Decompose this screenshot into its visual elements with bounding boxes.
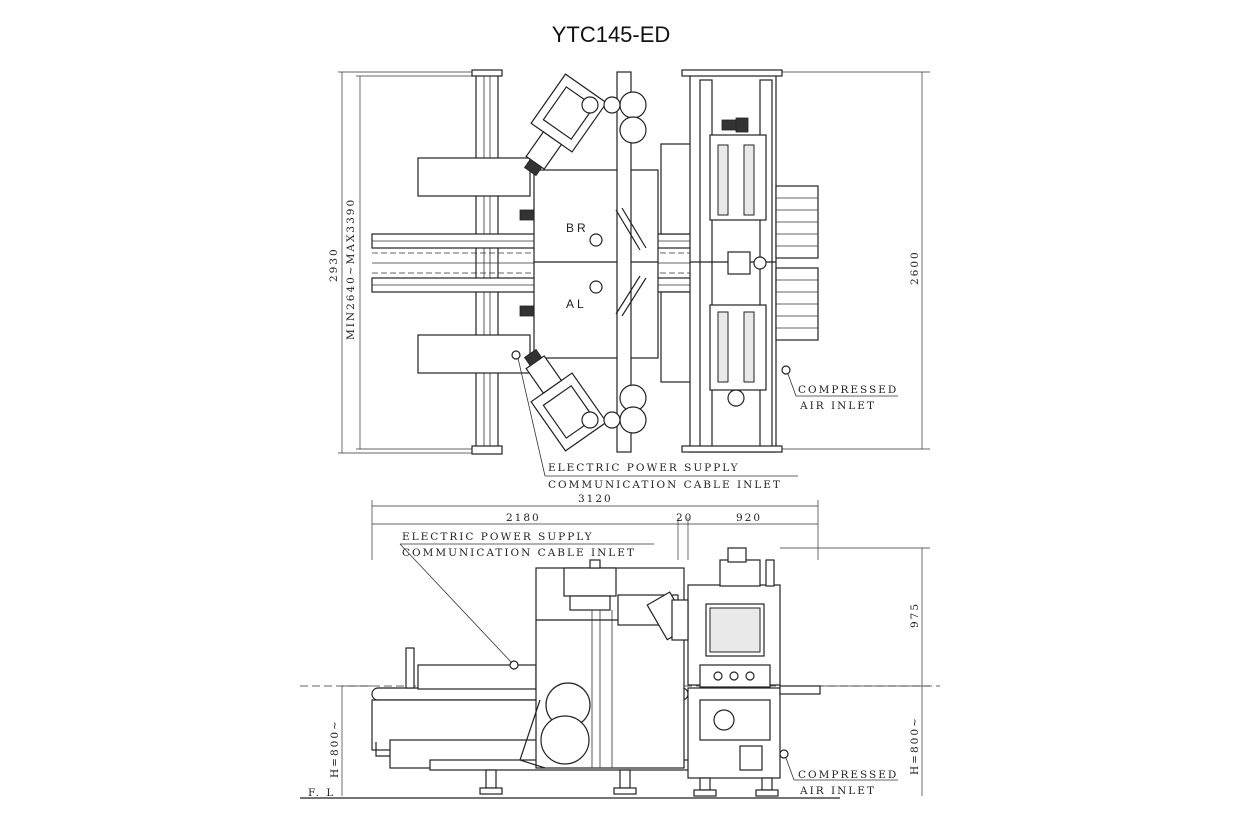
side-view: 3120 2180 20 920 975 H=800~ H=800~ F. L [300,493,940,799]
air-label-top-2: AIR INLET [799,400,876,412]
dim-920: 920 [736,512,762,524]
power-inlet-top [511,350,521,360]
air-label-top-1: COMPRESSED [798,384,898,396]
label-al: AL [566,297,587,311]
power-label-side-2: COMMUNICATION CABLE INLET [402,547,636,559]
dim-975: 975 [909,602,921,628]
power-label-side-1: ELECTRIC POWER SUPPLY [402,531,594,543]
dim-h-left: H=800~ [329,719,341,778]
air-label-side-1: COMPRESSED [798,769,898,781]
dim-3120: 3120 [578,493,613,505]
dim-2180: 2180 [506,512,541,524]
label-br: BR [566,221,589,235]
top-view: 2930 MIN2640~MAX3390 2600 BR AL [328,69,930,491]
air-inlet-top [781,365,791,375]
air-label-side-2: AIR INLET [799,785,876,797]
dim-2600: 2600 [909,250,921,285]
dim-min-max: MIN2640~MAX3390 [345,198,357,340]
power-label-top-2: COMMUNICATION CABLE INLET [548,479,782,491]
floor-label: F. L [308,787,335,799]
dim-2930: 2930 [328,247,340,282]
drawing-title: YTC145-ED [551,22,671,47]
dim-20: 20 [676,512,693,524]
air-inlet-side [779,749,789,759]
power-inlet-side [509,660,519,670]
power-label-top-1: ELECTRIC POWER SUPPLY [548,462,740,474]
dim-h-right: H=800~ [909,716,921,775]
